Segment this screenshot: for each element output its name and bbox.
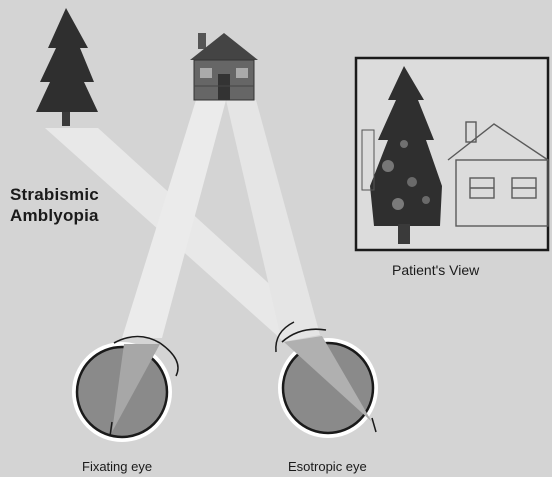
patient-view-label: Patient's View (392, 262, 479, 278)
esotropic-eye-label: Esotropic eye (288, 459, 367, 474)
house-icon (190, 33, 258, 100)
tree-icon (36, 8, 98, 126)
patient-view-frame (356, 58, 548, 250)
diagram-title-line2: Amblyopia (10, 206, 99, 226)
beam-house-to-fixating-eye (122, 100, 226, 338)
fixating-eye-label: Fixating eye (82, 459, 152, 474)
diagram-title-line1: Strabismic (10, 185, 99, 205)
fixating-eye (72, 337, 178, 443)
